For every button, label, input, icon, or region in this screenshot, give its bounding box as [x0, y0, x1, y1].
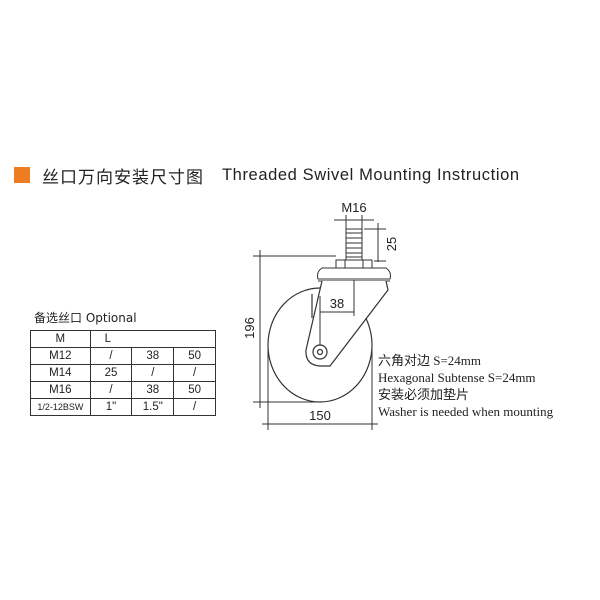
title-english: Threaded Swivel Mounting Instruction [222, 165, 520, 184]
table-row: M12 / 38 50 [30, 347, 216, 365]
orange-square-bullet-icon [14, 167, 30, 183]
optional-threads-label: 备选丝口 Optional [34, 311, 137, 325]
value-cell: / [173, 398, 216, 416]
dim-stem-thread [334, 215, 374, 229]
value-cell: 38 [131, 347, 175, 365]
note-washer-zh: 安装必须加垫片 [378, 387, 470, 402]
note-washer-en: Washer is needed when mounting [378, 404, 554, 419]
title-chinese: 丝口万向安装尺寸图 [42, 167, 204, 188]
dim-overall-height [253, 250, 336, 408]
dim-offset [319, 280, 355, 345]
dim-label-offset: 38 [330, 296, 344, 311]
dim-stem-length [364, 223, 386, 262]
value-cell: / [173, 364, 216, 382]
hex-nut [335, 259, 373, 269]
value-cell: 25 [89, 364, 133, 382]
mounting-notes: 六角对边 S=24mm Hexagonal Subtense S=24mm 安装… [378, 352, 553, 420]
note-hex-zh: 六角对边 S=24mm [378, 353, 482, 368]
thread-cell: 1/2-12BSW [30, 398, 91, 416]
dim-label-stem-length: 25 [384, 237, 399, 251]
note-hex-en: Hexagonal Subtense S=24mm [378, 370, 536, 385]
optional-threads-table: M L M12 / 38 50 M14 25 / / M16 / 38 50 1… [30, 330, 217, 416]
dim-label-thread: M16 [341, 200, 366, 215]
threaded-stem [345, 228, 363, 262]
thread-cell: M12 [30, 347, 91, 365]
value-cell: 1.5" [131, 398, 175, 416]
dim-label-overall-height: 196 [242, 317, 257, 339]
swivel-plate [317, 267, 391, 282]
dim-label-wheel-diameter: 150 [309, 408, 331, 423]
section-header: 丝口万向安装尺寸图 Threaded Swivel Mounting Instr… [14, 163, 520, 188]
wheel-axle [312, 344, 328, 360]
table-header-row: M L [30, 330, 217, 348]
caster-fork [305, 280, 389, 367]
table-row: 1/2-12BSW 1" 1.5" / [30, 398, 216, 416]
dim-wheel-diameter [262, 346, 378, 430]
